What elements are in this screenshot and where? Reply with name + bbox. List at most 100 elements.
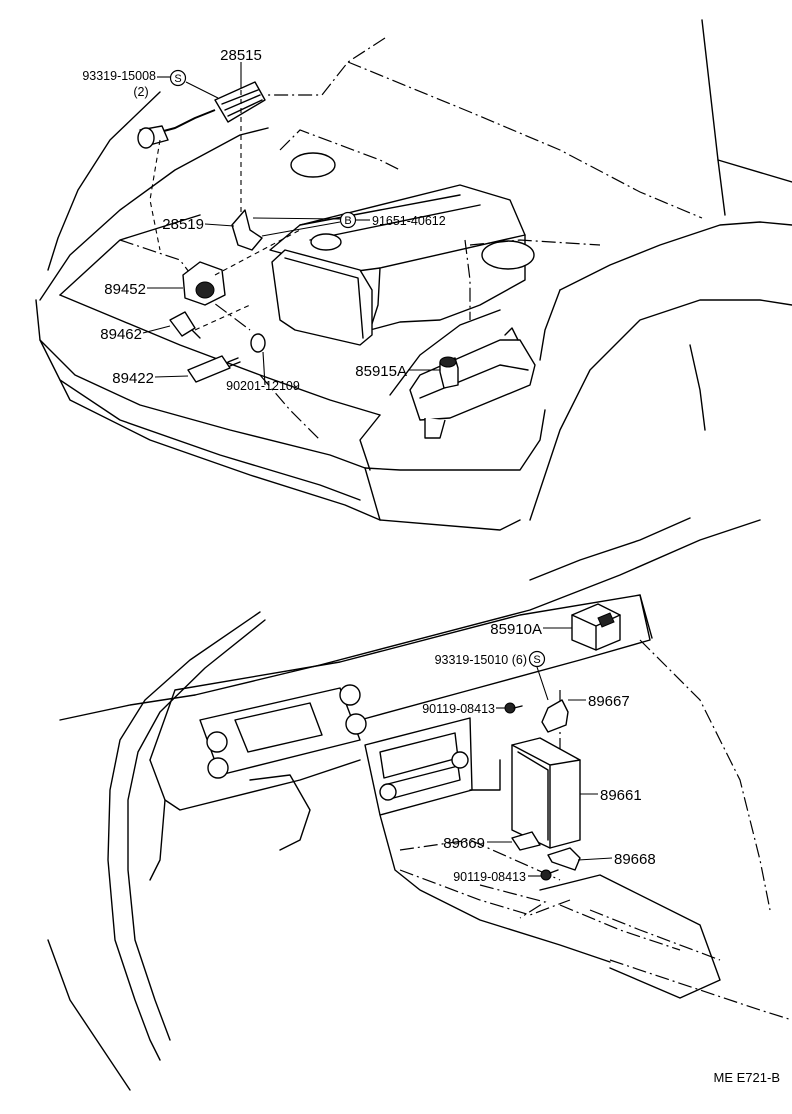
left-fender-edge (47, 91, 161, 271)
leader-91651-a (252, 217, 341, 220)
washer-tank (409, 339, 536, 421)
leader-89422 (154, 375, 189, 378)
tank-neck (504, 327, 519, 341)
label-89422: 89422 (112, 370, 154, 387)
engine-bay-drawing (35, 19, 792, 531)
dash-right-end (639, 594, 653, 639)
inner-panel (119, 239, 251, 331)
label-89462: 89462 (100, 326, 142, 343)
windshield-left (59, 694, 196, 721)
harness-wire (159, 109, 216, 133)
console-left (379, 814, 611, 963)
console-box (539, 874, 721, 999)
bumper-lower (59, 379, 521, 531)
harness-28515 (137, 81, 266, 149)
bolt-b-head (540, 869, 552, 881)
right-fender-line (689, 344, 706, 431)
left-fender-top (39, 127, 269, 301)
a-pillar (701, 19, 726, 216)
symbol-s-lower: S (528, 650, 546, 668)
bolt-90119-b (540, 869, 559, 881)
symbol-s-upper-text: S (174, 73, 181, 85)
strut-tower-left (290, 152, 336, 178)
hood-edge (268, 37, 386, 96)
bracket-89669-body (511, 831, 541, 851)
leader-93319-15010 (536, 666, 549, 701)
label-89668: 89668 (614, 851, 656, 868)
leader-28519 (204, 223, 235, 227)
left-pillar-outer (107, 611, 261, 1061)
sensor-89422 (187, 355, 241, 383)
left-pillar-inner (127, 619, 266, 1041)
gauge-left-top (206, 731, 228, 753)
oil-cap (310, 233, 342, 251)
leader-90201 (262, 351, 266, 386)
dash-89452 (214, 229, 301, 276)
engine-ridge-1 (299, 194, 461, 226)
bracket-28519 (231, 209, 263, 251)
sensor-85915A-cap (439, 356, 457, 368)
engine-side (369, 234, 526, 331)
label-93319-15010: 93319-15010 (6) (435, 653, 527, 667)
relay-pin (597, 612, 615, 628)
bracket-89668-body (547, 847, 581, 871)
sensor-face (195, 281, 215, 299)
symbol-s-upper: S (169, 69, 187, 87)
ecu-edges (511, 744, 581, 849)
strut-tower-right (481, 240, 535, 270)
bolt-b-shank (549, 869, 559, 874)
dash-top-edge (194, 519, 761, 696)
bracket-89667 (541, 699, 569, 733)
harness-plug-end (137, 127, 155, 149)
harness-ribs (221, 89, 263, 117)
label-89669: 89669 (443, 835, 485, 852)
bumper-right (364, 409, 546, 471)
gauge-right-top (339, 684, 361, 706)
sensor-89422-thread (227, 357, 241, 367)
inner-panel-2 (259, 374, 321, 441)
floor-edge-dash (609, 959, 792, 1021)
wheel-arch-top (539, 289, 561, 361)
label-90201-12109: 90201-12109 (226, 379, 300, 393)
symbol-b: B (339, 211, 357, 229)
label-89667: 89667 (588, 693, 630, 710)
gasket-ring (250, 333, 266, 353)
ecu-89661 (511, 737, 581, 849)
bolt-90119-a (504, 702, 523, 714)
bracket-89668 (547, 847, 581, 871)
right-fender-top (559, 221, 792, 291)
cowl-right-dashed (469, 239, 601, 246)
label-89661: 89661 (600, 787, 642, 804)
windshield-lower (529, 517, 691, 581)
bracket-89667-body (541, 699, 569, 733)
ecu-inner (517, 751, 549, 841)
gasket-90201 (250, 333, 266, 353)
kick-panel-dash (639, 639, 771, 911)
label-90119-08413-upper: 90119-08413 (422, 702, 495, 716)
engine-ridge-2 (309, 204, 481, 241)
leader-91651-b (261, 221, 341, 237)
gauge-right-bottom (345, 713, 367, 735)
sensor-89422-body (187, 355, 231, 383)
firewall-dashed (464, 239, 471, 320)
door-edge (47, 939, 131, 1091)
sensor-89462 (169, 311, 201, 339)
label-85910A: 85910A (490, 621, 542, 638)
label-91651-40612: 91651-40612 (372, 214, 446, 228)
right-wheel-arch (529, 299, 792, 521)
sensor-89462-body (169, 311, 196, 337)
ecu-box (511, 737, 581, 849)
leader-89668 (577, 857, 613, 861)
front-panel-corner (359, 414, 381, 471)
column-cover (249, 774, 311, 851)
sensor-85915A (439, 356, 459, 389)
label-89452: 89452 (104, 281, 146, 298)
dash-89462 (194, 304, 251, 331)
label-93319-15008-qty: (2) (133, 85, 148, 99)
sensor-89452 (182, 261, 226, 306)
diagram-code: ME E721-B (714, 1070, 780, 1085)
console-right-top (469, 759, 501, 791)
dash-harness (149, 139, 161, 251)
